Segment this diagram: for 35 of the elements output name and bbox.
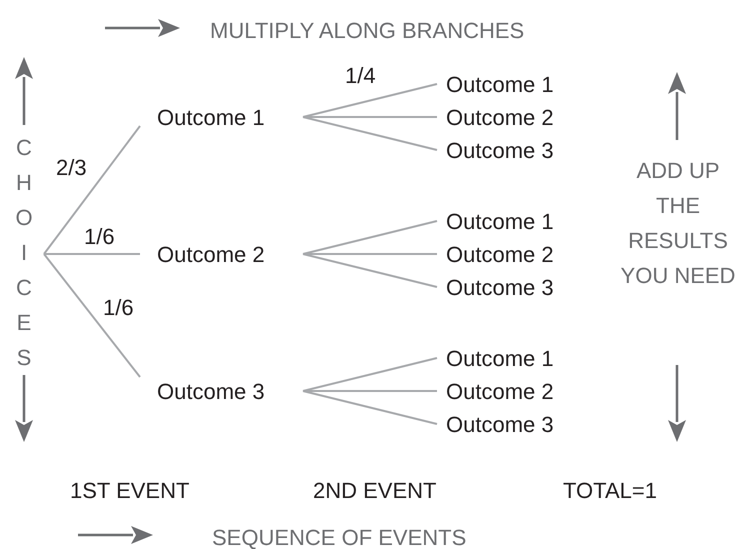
branch-line	[302, 220, 438, 255]
outcome-text: Outcome 1	[157, 104, 265, 132]
probability-label: 1/6	[103, 297, 134, 319]
outcome-text: Outcome 3	[157, 378, 265, 406]
probability-label: 1/6	[84, 226, 115, 248]
outcome-text: Outcome 1	[446, 208, 554, 236]
branch-line	[302, 253, 438, 288]
axis-label: 1ST EVENT	[70, 477, 190, 505]
branch-line	[43, 125, 141, 255]
axis-label: 2ND EVENT	[313, 477, 436, 505]
heading-text: SEQUENCE OF EVENTS	[212, 524, 466, 549]
branch-line	[43, 253, 141, 378]
branch-line	[303, 253, 437, 255]
branch-line	[44, 253, 140, 255]
outcome-text: Outcome 2	[446, 378, 554, 406]
branch-line	[302, 116, 438, 151]
outcome-text: Outcome 2	[446, 240, 554, 268]
branch-line	[303, 116, 437, 118]
outcome-text: Outcome 3	[446, 136, 554, 164]
outcome-text: Outcome 3	[446, 410, 554, 438]
outcome-text: Outcome 2	[446, 104, 554, 132]
branch-line	[302, 83, 438, 118]
outcome-text: Outcome 1	[446, 70, 554, 98]
vertical-text: CHOICES	[14, 134, 34, 372]
probability-label: 2/3	[56, 157, 87, 179]
branch-line	[303, 390, 437, 392]
outcome-text: Outcome 1	[446, 344, 554, 372]
axis-label: TOTAL=1	[563, 477, 657, 505]
outcome-text: Outcome 2	[157, 240, 265, 268]
side-text: ADD UP THE RESULTS YOU NEED	[620, 157, 736, 290]
heading-text: MULTIPLY ALONG BRANCHES	[210, 17, 524, 45]
outcome-text: Outcome 3	[446, 274, 554, 302]
branch-line	[302, 357, 438, 392]
probability-label: 1/4	[345, 65, 376, 87]
branch-line	[302, 390, 438, 425]
